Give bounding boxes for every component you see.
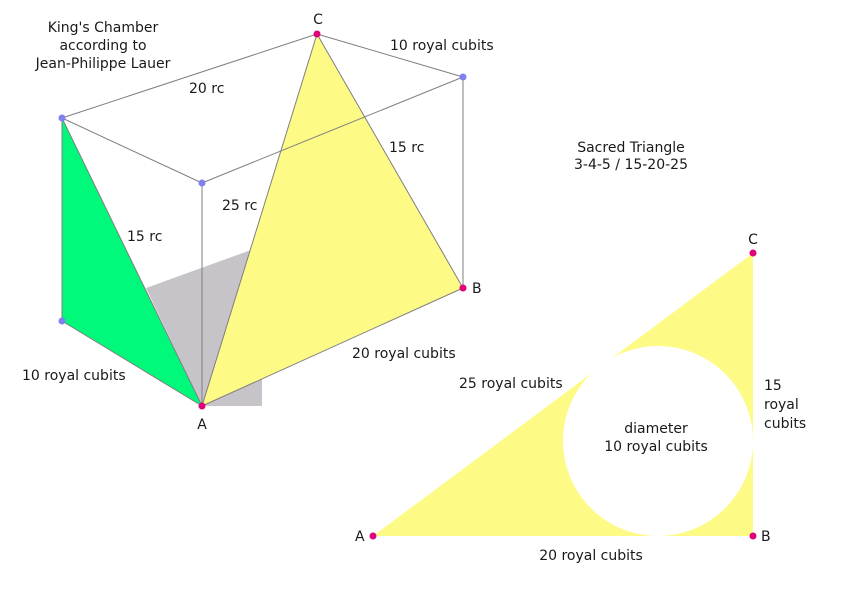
edge-slant-c-a bbox=[201, 33, 318, 407]
label-slant-left: 15 rc bbox=[127, 229, 162, 245]
label-bottom-left-edge: 10 royal cubits bbox=[22, 368, 126, 384]
edge-top-back bbox=[61, 33, 318, 119]
box-edges bbox=[61, 33, 464, 407]
vertex-point-b bbox=[459, 284, 467, 292]
triangle-label-a: A bbox=[355, 529, 365, 545]
sacred-triangle-figure: Sacred Triangle 3-4-5 / 15-20-25 C A B 2… bbox=[355, 140, 806, 564]
triangle-title-line-2: 3-4-5 / 15-20-25 bbox=[574, 157, 688, 173]
triangle-point-c bbox=[749, 249, 757, 257]
label-slant-right: 15 rc bbox=[389, 140, 424, 156]
vertex-point-front-top bbox=[198, 179, 206, 187]
yellow-triangle-face bbox=[202, 34, 463, 406]
vertex-point-bottom-left bbox=[58, 317, 66, 325]
triangle-label-c: C bbox=[748, 232, 758, 248]
label-vertical-mid: 25 rc bbox=[222, 198, 257, 214]
triangle-label-b: B bbox=[761, 529, 771, 545]
triangle-label-vertical-2: royal bbox=[764, 397, 799, 413]
label-vertex-c: C bbox=[313, 12, 323, 28]
label-top-back-edge: 20 rc bbox=[189, 81, 224, 97]
inscribed-circle bbox=[563, 346, 753, 536]
triangle-label-vertical-3: cubits bbox=[764, 416, 806, 432]
edge-bottom-left bbox=[61, 320, 203, 407]
edge-top-front-long bbox=[201, 76, 464, 184]
triangle-point-a bbox=[369, 532, 377, 540]
vertex-point-top-right bbox=[459, 73, 467, 81]
vertex-point-c bbox=[313, 30, 321, 38]
chamber-title-line-2: according to bbox=[59, 38, 146, 54]
edge-slant-left bbox=[61, 117, 203, 407]
edge-bottom-right bbox=[201, 287, 464, 407]
triangle-point-b bbox=[749, 532, 757, 540]
label-bottom-right-edge: 20 royal cubits bbox=[352, 346, 456, 362]
edge-top-right bbox=[316, 33, 464, 78]
kings-chamber-figure: King's Chamber according to Jean-Philipp… bbox=[22, 12, 494, 433]
triangle-title-line-1: Sacred Triangle bbox=[577, 140, 685, 156]
label-top-right-edge: 10 royal cubits bbox=[390, 38, 494, 54]
circle-label-line-2: 10 royal cubits bbox=[604, 439, 708, 455]
label-vertex-b: B bbox=[472, 281, 482, 297]
vertex-point-a bbox=[198, 402, 206, 410]
vertex-point-top-left bbox=[58, 114, 66, 122]
triangle-label-hypotenuse: 25 royal cubits bbox=[459, 376, 563, 392]
chamber-title-line-1: King's Chamber bbox=[48, 20, 159, 36]
triangle-label-vertical-1: 15 bbox=[764, 378, 782, 394]
edge-slant-c-b bbox=[316, 33, 464, 289]
label-vertex-a: A bbox=[197, 417, 207, 433]
edge-top-front bbox=[61, 117, 203, 184]
circle-label-line-1: diameter bbox=[624, 421, 688, 437]
chamber-title-line-3: Jean-Philippe Lauer bbox=[35, 56, 171, 72]
triangle-label-base: 20 royal cubits bbox=[539, 548, 643, 564]
